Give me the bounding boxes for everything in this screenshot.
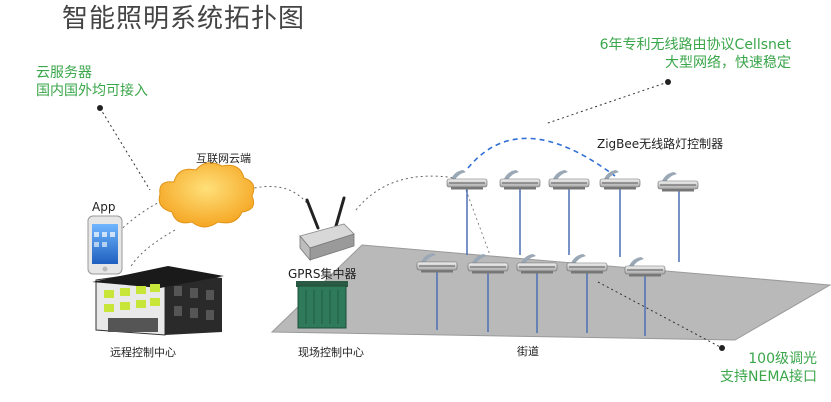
app-to-cloud-link [111, 197, 169, 239]
street-lamp-controller [499, 169, 541, 190]
internet-cloud [158, 162, 255, 228]
gprs-label: GPRS集中器 [288, 266, 357, 281]
street-lamp-controller [566, 253, 608, 274]
street-lamp-controller [657, 171, 699, 192]
gprs-concentrator-icon [299, 196, 355, 262]
zigbee-controller-label: ZigBee无线路灯控制器 [597, 136, 723, 151]
control-cabinet-icon [296, 281, 348, 329]
network-note-pointer [544, 81, 669, 125]
zigbee-mesh-link [467, 137, 616, 177]
network-note-line-1: 6年专利无线路由协议Cellsnet [599, 37, 791, 53]
cloud-note-dot [97, 105, 103, 111]
network-protocol-note: 6年专利无线路由协议Cellsnet 大型网络，快速稳定 [600, 36, 791, 72]
internet-cloud-label: 互联网云端 [196, 152, 251, 165]
street-label: 街道 [517, 344, 539, 358]
network-note-dot [665, 79, 671, 85]
app-label: App [92, 200, 115, 214]
lamp-mesh-link [465, 189, 491, 256]
onsite-center-label: 现场控制中心 [298, 345, 364, 359]
street-lamp-controller [548, 169, 590, 190]
remote-center-label: 远程控制中心 [110, 345, 176, 359]
street-lamp-controller [624, 256, 666, 277]
cloud-note-line-2: 国内国外均可接入 [36, 83, 148, 99]
street-lamp-controller [446, 169, 488, 190]
cloud-to-center-link [129, 229, 176, 269]
phone-icon [87, 215, 123, 275]
page-title: 智能照明系统拓扑图 [62, 4, 306, 34]
building-icon [92, 266, 224, 336]
cloud-note-pointer [99, 107, 151, 191]
street-lamp-controller [516, 253, 558, 274]
street-lamp-controller [599, 169, 641, 190]
street-ground [270, 244, 831, 341]
dimming-note: 100级调光 支持NEMA接口 [720, 350, 817, 386]
cloud-note-line-1: 云服务器 [36, 65, 92, 81]
cloud-server-note: 云服务器 国内国外均可接入 [36, 64, 148, 100]
network-note-line-2: 大型网络，快速稳定 [665, 55, 791, 71]
gprs-to-lamp-link [355, 175, 456, 211]
dimming-note-line-1: 100级调光 [748, 351, 817, 367]
dimming-note-line-2: 支持NEMA接口 [720, 369, 817, 385]
dimming-note-pointer [597, 281, 723, 349]
dimming-note-dot [719, 345, 725, 351]
